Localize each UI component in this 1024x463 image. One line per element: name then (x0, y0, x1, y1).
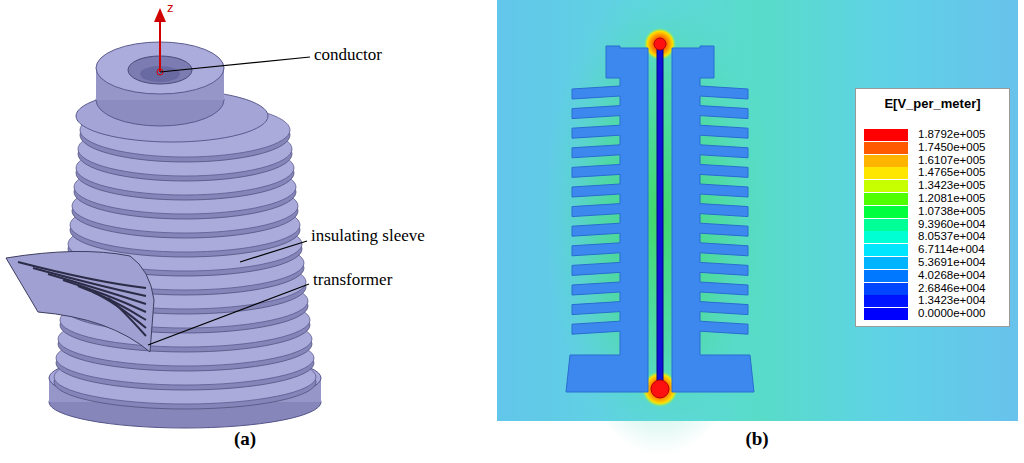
legend-row: 1.6107e+005 (856, 155, 1009, 167)
transformer-winding (33, 268, 146, 296)
bushing-drawing (6, 8, 321, 428)
z-axis (159, 18, 161, 72)
field-glow (545, 0, 775, 455)
transformer-winding (108, 298, 146, 336)
transformer-winding (48, 274, 146, 304)
legend-swatch (864, 283, 908, 295)
legend-value: 1.3423e+004 (918, 294, 985, 306)
legend-value: 1.6107e+005 (918, 154, 985, 166)
legend-row: 5.3691e+004 (856, 257, 1009, 269)
part-label: conductor (314, 45, 382, 65)
legend-row: 1.3423e+004 (856, 295, 1009, 307)
legend-row: 1.8792e+005 (856, 129, 1009, 141)
legend-swatch (864, 270, 908, 282)
legend-swatch (864, 257, 908, 269)
legend-swatch (864, 206, 908, 218)
transformer-winding (93, 292, 146, 328)
legend-row: 2.6846e+004 (856, 283, 1009, 295)
legend-swatch (864, 155, 908, 167)
legend-row: 1.3423e+005 (856, 180, 1009, 192)
panel-caption: (b) (745, 428, 768, 450)
legend-value: 5.3691e+004 (918, 256, 985, 268)
part-label: transformer (313, 270, 392, 290)
legend-swatch (864, 167, 908, 179)
z-axis-arrow (154, 8, 166, 22)
legend-swatch (864, 129, 908, 141)
conductor-end (654, 38, 666, 50)
legend-value: 1.4765e+005 (918, 166, 985, 178)
legend-swatch (864, 142, 908, 154)
legend-swatch (864, 180, 908, 192)
legend-value: 4.0268e+004 (918, 269, 985, 281)
legend-row: 1.4765e+005 (856, 167, 1009, 179)
legend-swatch (864, 193, 908, 205)
legend-row: 9.3960e+004 (856, 219, 1009, 231)
legend-swatch (864, 244, 908, 256)
leader-lines (148, 57, 310, 345)
legend-row: 1.0738e+005 (856, 206, 1009, 218)
legend-row: 6.7114e+004 (856, 244, 1009, 256)
field-plot (497, 0, 1018, 455)
insulator-section (672, 46, 754, 392)
legend-value: 2.6846e+004 (918, 282, 985, 294)
legend-value: 1.3423e+005 (918, 179, 985, 191)
legend-row: 1.7450e+005 (856, 142, 1009, 154)
legend-row: 8.0537e+004 (856, 231, 1009, 243)
conductor-end (651, 380, 669, 398)
legend-value: 0.0000e+000 (918, 307, 985, 319)
legend-swatch (864, 231, 908, 243)
legend-swatch (864, 295, 908, 307)
conductor-rod (657, 44, 663, 390)
legend-value: 8.0537e+004 (918, 230, 985, 242)
legend-value: 1.0738e+005 (918, 205, 985, 217)
legend-swatch (864, 219, 908, 231)
leader-line (240, 241, 307, 262)
legend-value: 1.7450e+005 (918, 141, 985, 153)
legend-row: 1.2081e+005 (856, 193, 1009, 205)
legend-row: 4.0268e+004 (856, 270, 1009, 282)
legend-swatch (864, 308, 908, 320)
legend-value: 1.2081e+005 (918, 192, 985, 204)
legend-value: 6.7114e+004 (918, 243, 985, 255)
color-legend: E[V_per_meter] 1.8792e+0051.7450e+0051.61… (855, 88, 1010, 327)
legend-value: 9.3960e+004 (918, 218, 985, 230)
axis-label: z (167, 0, 174, 15)
legend-title: E[V_per_meter] (856, 96, 1009, 111)
legend-row: 0.0000e+000 (856, 308, 1009, 320)
leader-line (160, 57, 310, 72)
legend-value: 1.8792e+005 (918, 128, 985, 140)
panel-caption: (a) (234, 428, 256, 450)
part-label: insulating sleeve (311, 226, 425, 246)
transformer-shape (6, 251, 154, 352)
leader-line (148, 284, 309, 345)
insulator-section (566, 46, 648, 392)
